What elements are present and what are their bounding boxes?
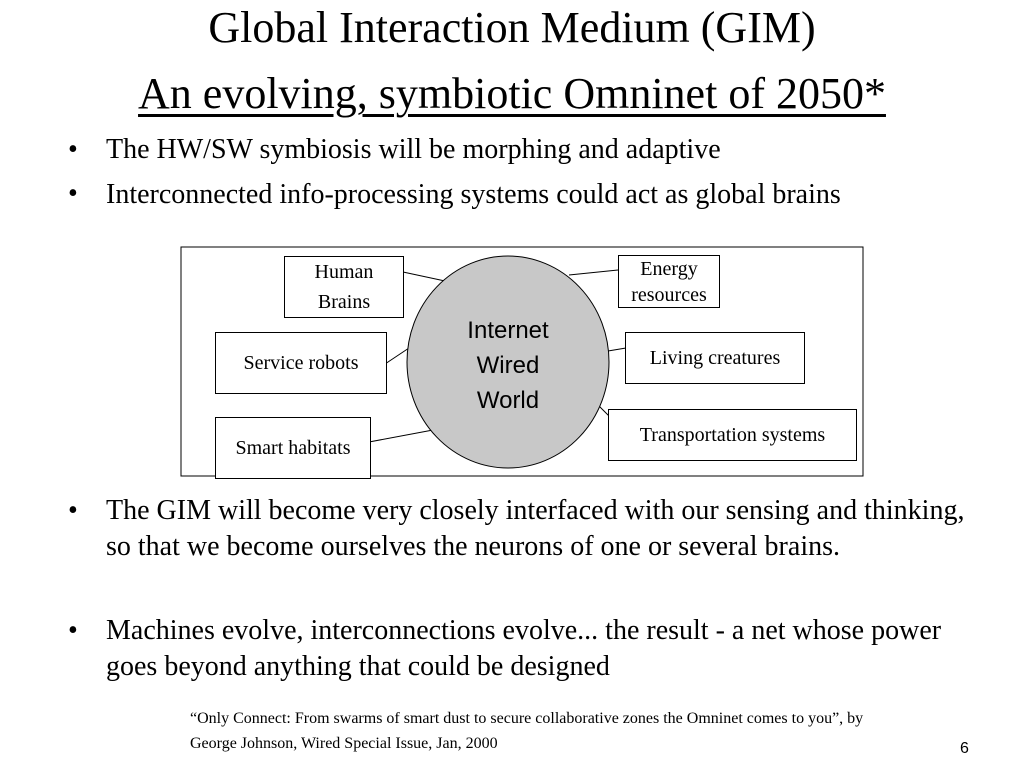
node-energy-resources: Energy resources bbox=[618, 255, 720, 308]
node-label-line: Brains bbox=[317, 291, 371, 313]
node-label-line: Energy bbox=[640, 258, 698, 280]
bullet-marker: • bbox=[68, 178, 78, 209]
node-label-line: resources bbox=[631, 284, 707, 306]
hub-label-line: Internet bbox=[467, 317, 549, 344]
hub-label: Internet Wired World bbox=[434, 313, 582, 418]
slide-title-line2: An evolving, symbiotic Omninet of 2050* bbox=[0, 70, 1024, 118]
connector-line bbox=[368, 429, 434, 443]
bullet-text: Machines evolve, interconnections evolve… bbox=[106, 615, 942, 682]
internet-hub-circle bbox=[406, 255, 610, 469]
bullet-marker: • bbox=[68, 495, 78, 526]
bullet-text: Interconnected info-processing systems c… bbox=[106, 179, 841, 210]
node-service-robots: Service robots bbox=[215, 332, 387, 394]
node-label: Transportation systems bbox=[639, 424, 826, 446]
hub-label-line: Wired bbox=[476, 352, 540, 379]
node-label: Service robots bbox=[243, 352, 359, 374]
bullet-text: The HW/SW symbiosis will be morphing and… bbox=[106, 134, 721, 165]
connector-line bbox=[384, 347, 410, 365]
bullet-marker: • bbox=[68, 615, 78, 646]
citation-footnote: “Only Connect: From swarms of smart dust… bbox=[190, 710, 864, 752]
node-label: Living creatures bbox=[649, 347, 781, 369]
node-label-line: Human bbox=[314, 261, 374, 283]
connector-line bbox=[568, 269, 619, 276]
slide-title-line2-text: An evolving, symbiotic Omninet of 2050* bbox=[138, 69, 886, 118]
connector-line bbox=[607, 347, 627, 352]
page-number: 6 bbox=[960, 740, 969, 757]
node-living-creatures: Living creatures bbox=[625, 332, 805, 384]
node-transportation-systems: Transportation systems bbox=[608, 409, 857, 461]
node-human-brains: Human Brains bbox=[284, 256, 404, 318]
diagram-frame bbox=[180, 246, 864, 477]
node-smart-habitats: Smart habitats bbox=[215, 417, 371, 479]
bullet-text: The GIM will become very closely interfa… bbox=[106, 495, 965, 562]
bullet-marker: • bbox=[68, 134, 78, 165]
hub-label-line: World bbox=[476, 387, 540, 414]
connector-line bbox=[402, 271, 446, 282]
slide-title-line1: Global Interaction Medium (GIM) bbox=[208, 3, 816, 52]
node-label: Smart habitats bbox=[235, 437, 351, 459]
